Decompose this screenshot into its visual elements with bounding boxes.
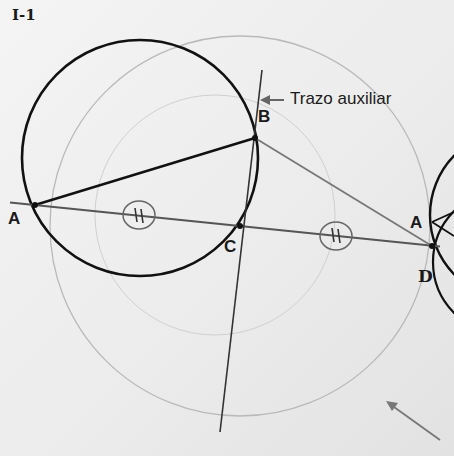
- partial-circle: [433, 190, 454, 334]
- partial-line: [432, 222, 454, 236]
- point-label: D: [418, 268, 433, 285]
- segment-ab: [35, 138, 255, 205]
- leader-arrow: [394, 407, 440, 440]
- sheet-number: I-1: [12, 8, 36, 23]
- annotation-text: Trazo auxiliar: [290, 90, 391, 107]
- point-label: A: [8, 210, 20, 227]
- arrow-head: [260, 95, 270, 105]
- tick-marks: [135, 208, 340, 243]
- point: [32, 202, 38, 208]
- partial-line: [432, 212, 454, 222]
- point-label: B: [258, 108, 270, 125]
- tick-circle: [320, 222, 352, 250]
- tick-circle: [123, 201, 155, 229]
- point: [252, 135, 258, 141]
- leader-arrow: [268, 99, 284, 101]
- arrow-head: [386, 401, 398, 411]
- segment-bd: [255, 138, 432, 246]
- point-label: C: [224, 238, 236, 255]
- point-label: A: [410, 214, 422, 231]
- auxiliary-line: [220, 70, 262, 432]
- point: [237, 223, 243, 229]
- point: [429, 243, 435, 249]
- main-circle: [22, 40, 258, 276]
